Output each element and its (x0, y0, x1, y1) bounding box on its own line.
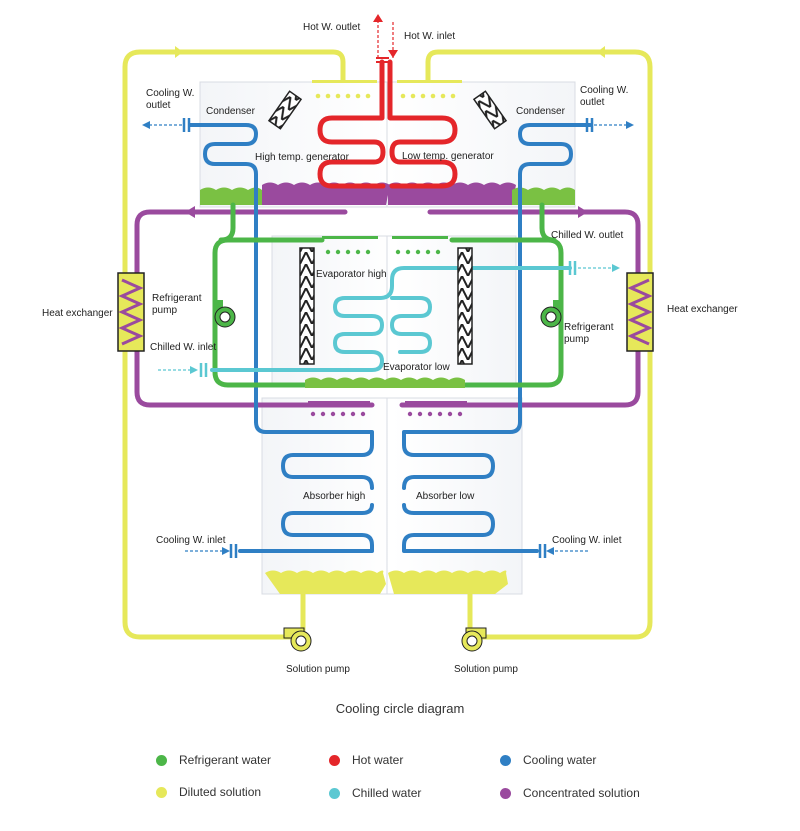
legend-label: Hot water (352, 753, 404, 767)
absorber-spray (308, 401, 467, 417)
label-cooling-w-inlet-left: Cooling W. inlet (156, 535, 226, 546)
refrigerant-pump-right (540, 300, 563, 328)
label-cooling-w-outlet-left: Cooling W. outlet (146, 88, 195, 111)
label-cooling-w-inlet-right: Cooling W. inlet (552, 535, 622, 546)
diagram-caption: Cooling circle diagram (335, 701, 465, 716)
flow-arrow-top-left (175, 46, 183, 58)
legend-item-concentrated-solution: Concentrated solution (500, 786, 640, 800)
label-refrigerant-pump-right: Refrigerant pump (564, 322, 614, 345)
legend-swatch (329, 787, 340, 799)
absorber-bath-left (265, 570, 386, 594)
flow-arrow-top-right (597, 46, 605, 58)
legend-swatch (500, 754, 511, 766)
evaporator-eliminator-left (299, 247, 315, 365)
hot-outlet-arrow (373, 14, 383, 22)
label-condenser-right: Condenser (516, 106, 565, 117)
legend-label: Concentrated solution (523, 786, 640, 800)
legend-item-refrigerant-water: Refrigerant water (156, 753, 271, 767)
heat-exchanger-left (117, 272, 145, 352)
legend-swatch (156, 754, 167, 766)
cooling-outlet-arrow-left (142, 121, 150, 129)
label-chilled-w-inlet: Chilled W. inlet (150, 342, 217, 353)
absorber-bath-right (388, 570, 508, 594)
condenser-bath-right (512, 187, 575, 205)
label-heat-exchanger-left: Heat exchanger (42, 308, 113, 319)
cooling-water-valves (182, 118, 594, 558)
refrigerant-pump-left (213, 300, 236, 328)
generator-spray (312, 80, 462, 99)
cooling-water-pipes (188, 123, 592, 553)
hot-water-coil (317, 59, 458, 189)
label-solution-pump-right: Solution pump (454, 664, 518, 675)
chilled-inlet-arrow (190, 366, 198, 374)
label-chilled-w-outlet: Chilled W. outlet (551, 230, 624, 241)
cooling-water-dashes (148, 124, 628, 552)
label-hot-w-inlet: Hot W. inlet (404, 31, 456, 42)
legend-item-chilled-water: Chilled water (329, 786, 421, 800)
label-heat-exchanger-right: Heat exchanger (667, 304, 738, 315)
absorber-shell (261, 397, 523, 595)
legend-swatch (156, 786, 167, 798)
flow-arrow-purple-right (578, 206, 588, 218)
label-refrigerant-pump-left: Refrigerant pump (152, 293, 202, 316)
chilled-outlet-arrow (612, 264, 620, 272)
label-absorber-low: Absorber low (416, 491, 475, 502)
flow-arrow-purple-left (185, 206, 195, 218)
legend-item-hot-water: Hot water (329, 753, 403, 767)
legend-item-diluted-solution: Diluted solution (156, 785, 261, 799)
legend-label: Cooling water (523, 753, 597, 767)
legend-label: Diluted solution (179, 785, 262, 799)
label-evaporator-high: Evaporator high (316, 269, 387, 280)
eliminator-left (267, 90, 303, 130)
label-absorber-high: Absorber high (303, 491, 366, 502)
condenser-bath-left (200, 187, 262, 205)
legend-swatch (500, 787, 511, 799)
label-solution-pump-left: Solution pump (286, 664, 350, 675)
label-evaporator-low: Evaporator low (383, 362, 450, 373)
legend-label: Chilled water (352, 786, 422, 800)
diluted-solution-pipes (122, 49, 653, 640)
chilled-water-valves (199, 261, 577, 377)
chilled-water-dashes (158, 267, 612, 371)
solution-pump-right (461, 627, 487, 652)
label-condenser-left: Condenser (206, 106, 255, 117)
solution-pump-left (283, 627, 312, 652)
legend-item-cooling-water: Cooling water (500, 753, 596, 767)
cooling-inlet-arrow-left (222, 547, 230, 555)
label-cooling-w-outlet-right: Cooling W. outlet (580, 85, 629, 108)
legend-label: Refrigerant water (179, 753, 272, 767)
hot-water-valves (376, 57, 389, 63)
evaporator-eliminator-right (457, 247, 473, 365)
label-low-temp-generator: Low temp. generator (402, 151, 494, 162)
label-high-temp-generator: High temp. generator (255, 152, 349, 163)
chilled-water-pipes (210, 266, 572, 372)
legend-swatch (329, 754, 340, 766)
evaporator-spray (322, 236, 448, 255)
eliminator-right (472, 90, 508, 130)
label-hot-w-outlet: Hot W. outlet (303, 22, 361, 33)
cooling-outlet-arrow-right (626, 121, 634, 129)
evaporator-bath (305, 377, 465, 388)
heat-exchanger-right (626, 272, 654, 352)
cooling-inlet-arrow-right (546, 547, 554, 555)
hot-inlet-arrow (388, 50, 398, 58)
